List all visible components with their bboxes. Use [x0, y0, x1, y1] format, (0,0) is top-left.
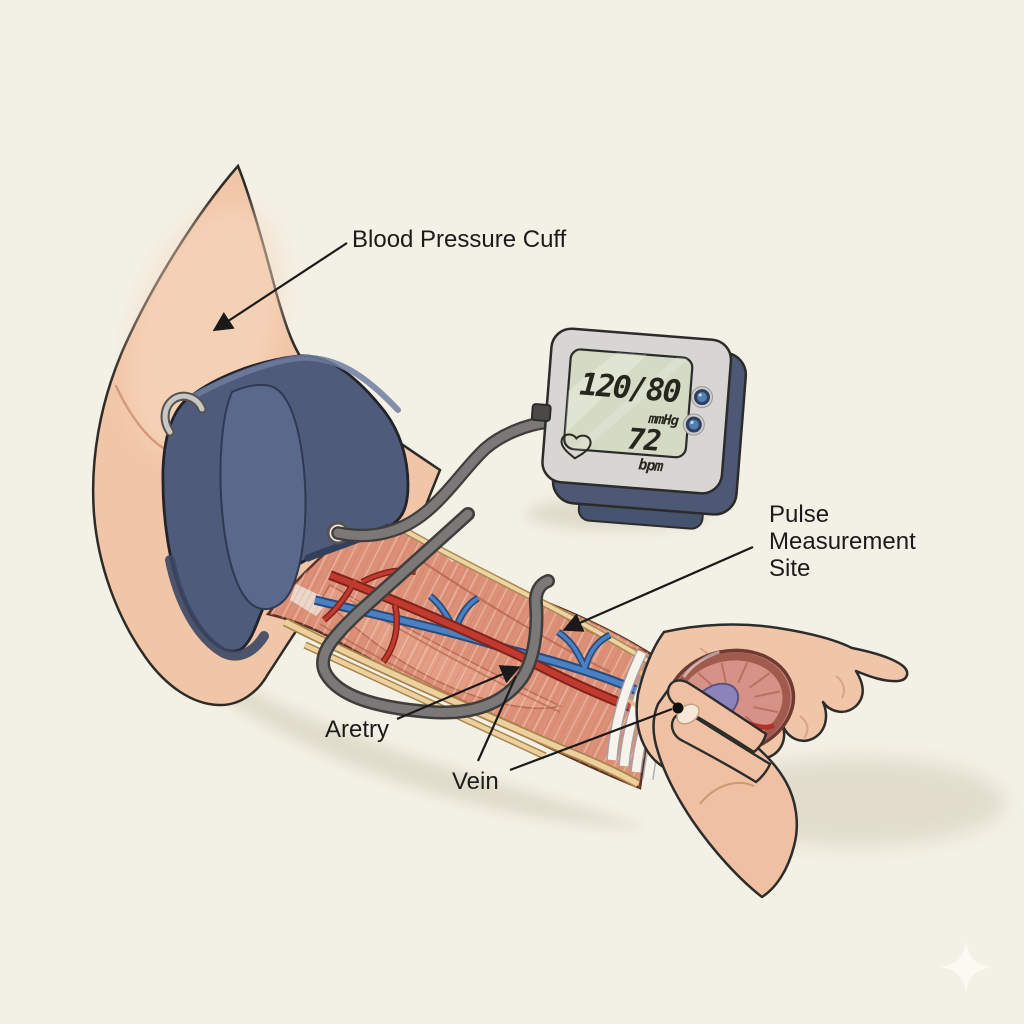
- diagram-labels: Blood Pressure Cuff Pulse Measurement Si…: [325, 226, 916, 795]
- label-blood-pressure-cuff: Blood Pressure Cuff: [352, 226, 567, 253]
- pulse-point-dot: [672, 702, 684, 714]
- bp-reading: 120/80: [578, 367, 682, 411]
- monitor-button-bottom: [682, 413, 705, 436]
- monitor-button-top: [690, 386, 713, 409]
- screen-glare: [563, 352, 690, 458]
- bp-unit: mmHg: [647, 411, 680, 429]
- artery-leader-line: [396, 665, 521, 721]
- examiner-index-finger: [666, 679, 768, 754]
- label-pulse-line1: Pulse: [769, 501, 829, 528]
- vein-to-pulse-line: [509, 707, 673, 772]
- leader-lines: [212, 242, 754, 772]
- sparkle-icon: [940, 941, 992, 993]
- tendons: [282, 521, 652, 788]
- label-vein: Vein: [452, 768, 499, 795]
- pulse-reading: 72: [626, 421, 662, 458]
- pulse-unit: bpm: [638, 455, 664, 475]
- vein-leader-line: [476, 675, 518, 762]
- examiner-middle-finger: [670, 712, 772, 784]
- examiner-hand: [652, 679, 799, 899]
- label-pulse-line2: Measurement: [769, 528, 916, 555]
- pulse-site-leader-line: [562, 545, 754, 632]
- cuff-tube-loop: [316, 507, 555, 720]
- heart-icon: [560, 433, 592, 460]
- cuff-flap: [219, 384, 307, 611]
- blood-pressure-cuff: [160, 354, 410, 661]
- bp-monitor: 120/80 mmHg 72 bpm: [530, 327, 748, 530]
- monitor-tube: [331, 415, 557, 543]
- label-pulse-line3: Site: [769, 555, 810, 582]
- tube-connector: [530, 403, 552, 423]
- label-artery: Aretry: [325, 716, 389, 743]
- monitor-screen: [563, 348, 694, 459]
- cuff-leader-line: [212, 242, 348, 332]
